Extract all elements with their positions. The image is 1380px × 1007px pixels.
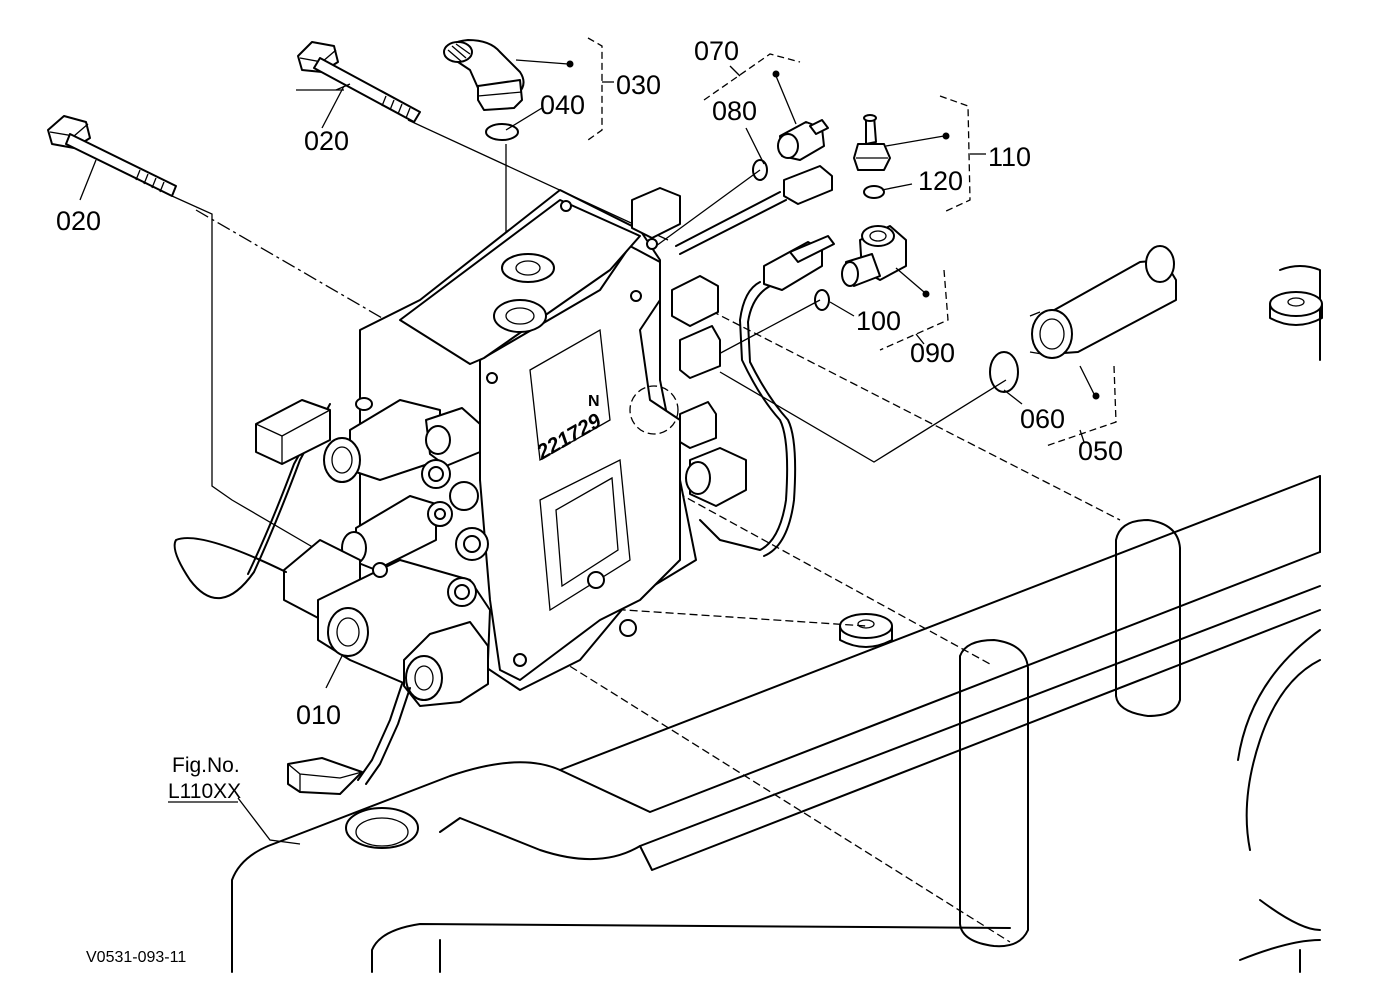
callout-020-right: 020 [304, 126, 349, 156]
callout-labels: 010 020 020 030 040 050 060 070 080 090 … [56, 36, 1123, 730]
callout-100: 100 [856, 306, 901, 336]
callout-040: 040 [540, 90, 585, 120]
callout-030: 030 [616, 70, 661, 100]
callout-020-left: 020 [56, 206, 101, 236]
callout-110: 110 [988, 142, 1031, 172]
bolt-020-left [47, 115, 177, 197]
callout-010: 010 [296, 700, 341, 730]
valve-stamp-letter: N [588, 393, 600, 410]
solenoid-right [631, 187, 747, 507]
fitting-090 [814, 225, 907, 311]
relief-valve-050 [989, 245, 1177, 393]
solenoid-lower [283, 539, 491, 707]
callout-090: 090 [910, 338, 955, 368]
elbow-fitting-030 [443, 39, 525, 141]
solenoid-upper [323, 397, 481, 483]
figure-ref-label: Fig.No. [172, 754, 240, 777]
callout-070: 070 [694, 36, 739, 66]
control-valve-assembly: 221729 N [173, 165, 835, 795]
callout-120: 120 [918, 166, 963, 196]
wire-harness-left [173, 399, 331, 599]
fitting-110 [853, 114, 891, 199]
figure-ref-number: L110XX [168, 780, 241, 803]
wire-harness-right [675, 165, 835, 557]
wire-harness-lower [287, 683, 411, 795]
figure-reference: Fig.No. L110XX [168, 754, 241, 803]
callout-050: 050 [1078, 436, 1123, 466]
callout-080: 080 [712, 96, 757, 126]
tractor-frame [231, 265, 1323, 973]
drawing-code: V0531-093-11 [86, 949, 186, 966]
callout-brackets [79, 37, 1117, 845]
pressure-switch-070 [752, 119, 829, 181]
callout-060: 060 [1020, 404, 1065, 434]
bolt-020-right [297, 41, 421, 123]
